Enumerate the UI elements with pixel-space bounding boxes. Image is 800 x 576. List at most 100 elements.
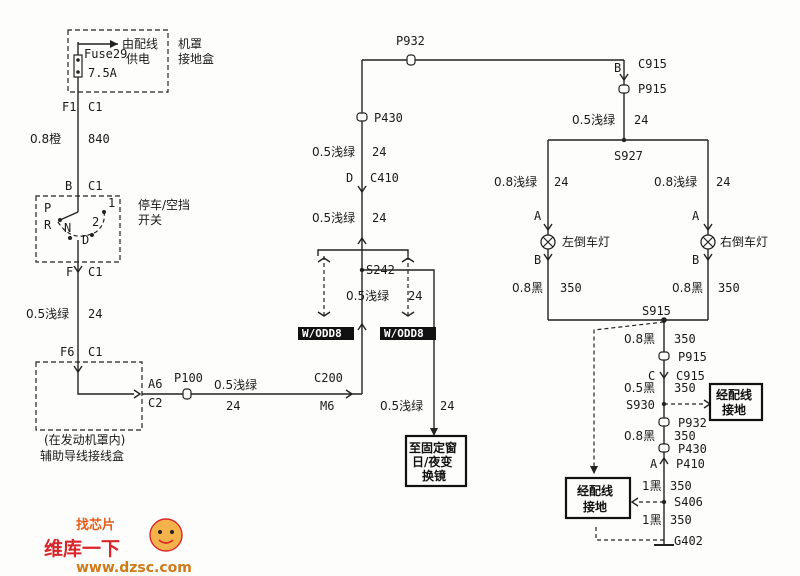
splice-p915b xyxy=(658,351,670,361)
ground-box-2-line1: 经配线 xyxy=(577,483,613,498)
connector-m6: M6 xyxy=(320,399,334,413)
aux-junction-box xyxy=(35,361,143,431)
switch-travel-arc xyxy=(57,211,105,237)
left-lamp-label: 左倒车灯 xyxy=(562,234,610,249)
wire-right-lamp-color: 0.8浅绿 xyxy=(654,174,697,189)
splice-p915 xyxy=(618,84,630,94)
wire-to-mirror xyxy=(362,269,435,436)
wire-g3-color: 0.8黑 xyxy=(624,429,655,443)
connector-c1-aux: C1 xyxy=(88,345,102,359)
connector-c1-top: C1 xyxy=(88,100,102,114)
right-lamp-pin-b: B xyxy=(692,253,699,267)
splice-p932 xyxy=(406,54,416,66)
connector-b-right: B xyxy=(614,61,621,75)
ground-g402: G402 xyxy=(674,534,703,548)
wire-g2-color: 0.5黑 xyxy=(624,381,655,395)
aux-label-1: (在发动机罩内) xyxy=(44,432,125,447)
dashed-branch xyxy=(593,321,665,474)
splice-p430b xyxy=(658,443,670,453)
wire-mid-2-number: 24 xyxy=(372,211,386,225)
wire-left-ground-color: 0.8黑 xyxy=(512,281,543,295)
splice-s927: S927 xyxy=(614,149,643,163)
option-badge-left xyxy=(298,327,354,340)
wire-g5-color: 1黑 xyxy=(642,513,662,527)
switch-pos-d: D xyxy=(82,233,89,247)
connector-c915: C915 xyxy=(638,57,667,71)
fuse-supply-label-1: 由配线 xyxy=(122,37,158,51)
watermark-line2: 维库一下 xyxy=(44,537,120,560)
fuse-rating: 7.5A xyxy=(88,66,118,80)
wire-g4-number: 350 xyxy=(670,479,692,493)
switch-pos-r: R xyxy=(44,218,52,232)
left-lamp-pin-b: B xyxy=(534,253,541,267)
splice-p932-label: P932 xyxy=(396,34,425,48)
watermark-url: www.dzsc.com xyxy=(76,560,192,576)
splice-s915: S915 xyxy=(642,304,671,318)
right-chain: B C915 P915 0.5浅绿 24 S927 0.8浅绿 24 0.8浅绿… xyxy=(494,57,768,548)
splice-p430b-label: P430 xyxy=(678,442,707,456)
connector-f1: F1 xyxy=(62,100,76,114)
wire-left-lamp-color: 0.8浅绿 xyxy=(494,174,537,189)
wire-24-number: 24 xyxy=(88,307,102,321)
watermark-mascot-icon xyxy=(149,518,183,552)
connector-c200: C200 xyxy=(314,371,343,385)
splice-p430 xyxy=(356,112,368,122)
ground-box-1 xyxy=(708,382,764,422)
fuse-box-title-1: 机罩 xyxy=(178,37,202,51)
ground-box-1-line2: 接地 xyxy=(722,402,746,417)
wire-mid-4-number: 24 xyxy=(440,399,454,413)
connector-f: F xyxy=(66,265,73,279)
ground-box-1-line1: 经配线 xyxy=(716,387,752,402)
switch-title-2: 开关 xyxy=(138,213,162,227)
fuse-supply-arrow xyxy=(110,40,118,48)
splice-s930: S930 xyxy=(626,398,655,412)
option-bracket xyxy=(317,249,409,256)
wire-bottom-number: 24 xyxy=(226,399,240,413)
option-badge-right xyxy=(380,327,436,340)
wire-right-number: 24 xyxy=(634,113,648,127)
connector-c1-switch: C1 xyxy=(88,179,102,193)
switch-pos-n: N xyxy=(64,221,71,235)
connector-c200-chevron xyxy=(345,389,354,399)
wire-mid-3-color: 0.5浅绿 xyxy=(346,288,389,303)
splice-p932b-label: P932 xyxy=(678,416,707,430)
wire-left-lamp-number: 24 xyxy=(554,175,568,189)
mid-chain: P100 0.5浅绿 24 C200 M6 P932 P430 0.5浅绿 24… xyxy=(142,34,624,488)
mirror-arrow xyxy=(430,428,438,436)
watermark: 找芯片 维库一下 www.dzsc.com xyxy=(44,517,192,576)
right-lamp-label: 右倒车灯 xyxy=(720,234,768,249)
wire-mid-1-number: 24 xyxy=(372,145,386,159)
wire-left-ground-number: 350 xyxy=(560,281,582,295)
fuse-symbol xyxy=(73,54,83,78)
ground-box-2 xyxy=(564,476,632,520)
connector-a: A xyxy=(650,457,658,471)
park-neutral-switch-box xyxy=(35,195,121,263)
left-chain: F1 C1 0.8橙 840 B C1 P R N D 2 1 停车/空挡 开关… xyxy=(26,100,190,463)
connector-d: D xyxy=(346,171,353,185)
wire-g2-number: 350 xyxy=(674,381,696,395)
switch-pos-p: P xyxy=(44,201,51,215)
mirror-box xyxy=(404,434,468,488)
connector-b: B xyxy=(65,179,72,193)
connector-p410: P410 xyxy=(676,457,705,471)
wire-g1-number: 350 xyxy=(674,332,696,346)
splice-p100 xyxy=(182,388,192,400)
ground-box-2-line2: 接地 xyxy=(583,499,607,514)
mirror-label-2: 日/夜变 xyxy=(412,454,452,469)
connector-f6: F6 xyxy=(60,345,74,359)
wire-g3-number: 350 xyxy=(674,429,696,443)
wire-right-ground-color: 0.8黑 xyxy=(672,281,703,295)
right-lamp-pin-a: A xyxy=(692,209,700,223)
connector-c: C xyxy=(648,369,655,383)
wire-right-lamp-number: 24 xyxy=(716,175,730,189)
splice-p932b xyxy=(658,417,670,427)
switch-pos-2: 2 xyxy=(92,215,99,229)
option-badge-right-text: W/ODD8 xyxy=(384,327,424,340)
watermark-line1: 找芯片 xyxy=(76,517,115,533)
option-badge-left-text: W/ODD8 xyxy=(302,327,342,340)
fuse-box: Fuse29 7.5A 由配线 供电 机罩 接地盒 xyxy=(67,29,214,108)
left-lamp-pin-a: A xyxy=(534,209,542,223)
wire-840-color: 0.8橙 xyxy=(30,131,61,146)
switch-contact xyxy=(59,211,79,221)
connector-c2: C2 xyxy=(148,396,162,410)
